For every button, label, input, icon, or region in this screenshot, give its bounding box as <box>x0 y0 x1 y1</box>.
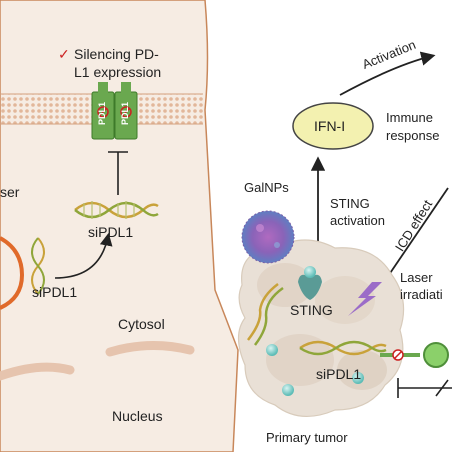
inhibition-bar <box>108 151 128 195</box>
primary-tumor-label: Primary tumor <box>266 430 348 445</box>
pdl1-receptor-tumor <box>380 342 449 368</box>
sipdl1-helix-tumor-lower <box>299 340 387 356</box>
uptake-arrow <box>54 232 113 279</box>
endosome-ring <box>0 236 25 310</box>
ifn-label: IFN-I <box>314 118 346 134</box>
silencing-label-line1: Silencing PD- <box>74 46 159 62</box>
sting-activation-line1: STING <box>330 196 370 211</box>
pdl1-label-left: PDL1 <box>97 102 107 126</box>
tumor-cluster <box>237 239 405 418</box>
galnps-label: GalNPs <box>244 180 289 195</box>
sipdl1-lower-label: siPDL1 <box>32 284 78 300</box>
sipdl1-helix-tumor-left <box>247 283 284 346</box>
sting-activation-line2: activation <box>330 213 385 228</box>
organelle-lower <box>0 362 75 381</box>
cytosol-label: Cytosol <box>118 316 165 332</box>
pdl1-receptor-right <box>114 82 138 140</box>
sipdl1-upper-label: siPDL1 <box>88 224 134 240</box>
sting-protein <box>298 266 322 300</box>
tumor-inhibition-bar <box>397 378 452 398</box>
silencing-label-line2: L1 expression <box>74 64 162 80</box>
pdl1-receptor-left <box>91 82 115 140</box>
bead <box>352 372 364 384</box>
icd-effect-arrow <box>381 187 449 286</box>
bead <box>266 344 278 356</box>
laser-label-line2: irradiati <box>400 287 443 302</box>
nucleus-label: Nucleus <box>112 408 163 424</box>
ifn-ellipse <box>292 102 374 150</box>
check-icon: ✓ <box>58 46 70 62</box>
immune-label-line2: response <box>386 128 440 143</box>
sipdl1-helix-upper <box>74 201 159 219</box>
sipdl1-tumor-label: siPDL1 <box>316 366 362 382</box>
sting-label: STING <box>290 302 333 318</box>
laser-label-line1: Laser <box>400 270 433 285</box>
laser-partial-label: ser <box>0 184 20 200</box>
activation-arrow <box>339 51 436 96</box>
sirna-small-helix <box>31 237 45 295</box>
pdl1-label-right: PDL1 <box>120 102 130 126</box>
immune-label-line1: Immune <box>386 110 433 125</box>
organelle-upper <box>105 341 195 357</box>
galnps-nanoparticle <box>241 210 295 264</box>
bead <box>282 384 294 396</box>
laser-bolt-icon <box>348 282 382 316</box>
